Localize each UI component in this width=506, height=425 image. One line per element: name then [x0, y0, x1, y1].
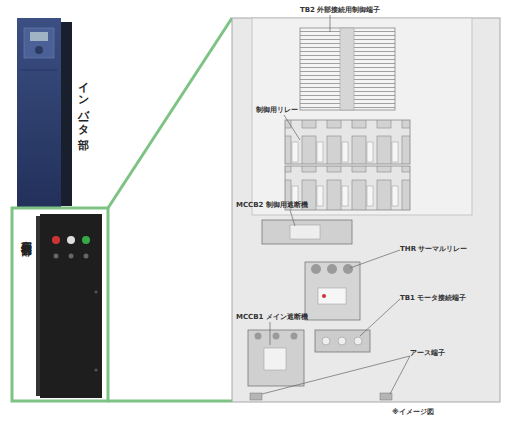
part-name: MCCB2 制御用遮断機 — [236, 201, 308, 209]
earth-terminal — [250, 393, 392, 400]
part-name: TB1 モータ接続端子 — [400, 294, 466, 302]
bypass-cabinet — [36, 214, 102, 398]
control-breaker — [262, 220, 352, 244]
control-terminal-block — [300, 28, 395, 110]
relay-array — [285, 120, 410, 210]
thermal-relay — [305, 262, 360, 320]
part-name: TB2 外部接続用制御端子 — [300, 6, 380, 14]
section-name: インバータ部 — [77, 74, 90, 131]
inverter-unit — [17, 18, 72, 208]
part-name: 制御用リレー — [256, 106, 298, 114]
zoom-frame — [12, 18, 232, 401]
motor-terminal-block — [315, 330, 370, 352]
section-name: 商用切替部 — [20, 232, 33, 237]
part-name: アース端子 — [410, 349, 445, 357]
part-name: THR サーマルリレー — [400, 245, 467, 253]
main-breaker — [248, 330, 304, 386]
panel-interior — [232, 18, 500, 402]
note: ※イメージ図 — [392, 408, 434, 416]
part-name: MCCB1 メイン遮断機 — [236, 313, 308, 321]
